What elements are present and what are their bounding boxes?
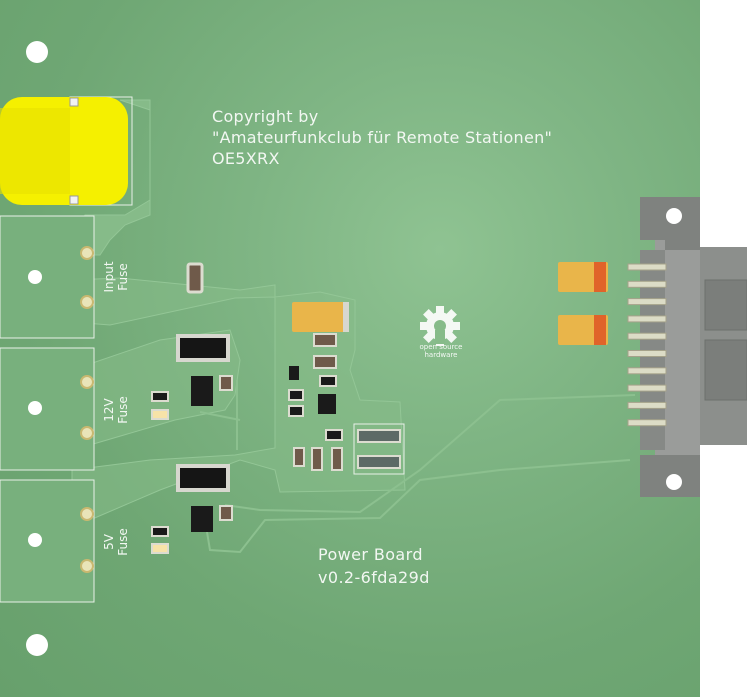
- fuse-label-line: Fuse: [116, 528, 130, 556]
- connector-pin: [627, 419, 667, 427]
- terminal-hole: [28, 270, 42, 284]
- board-title-block: Power Board v0.2-6fda29d: [318, 543, 430, 589]
- copyright-text: Copyright by "Amateurfunkclub für Remote…: [212, 106, 552, 169]
- board-version: v0.2-6fda29d: [318, 568, 430, 587]
- fuse-label-line: Input: [102, 261, 116, 293]
- fuse-pad: [80, 507, 94, 521]
- connector-pin: [627, 298, 667, 306]
- copyright-line: "Amateurfunkclub für Remote Stationen": [212, 128, 553, 147]
- 12v-fuse-label: 12V Fuse: [102, 390, 132, 430]
- screw-terminals: [0, 215, 95, 603]
- mounting-hole: [26, 41, 48, 63]
- power-connector: [0, 96, 133, 206]
- oshw-text: open source hardware: [405, 343, 477, 359]
- fuse-label-line: Fuse: [116, 396, 130, 424]
- connector-pin: [627, 401, 667, 409]
- fuse-label-line: Fuse: [116, 263, 130, 291]
- oshw-logo: [420, 306, 460, 346]
- connector-pin: [627, 384, 667, 392]
- mounting-holes: [26, 41, 48, 656]
- traces: [199, 380, 636, 554]
- tantalum-capacitors: [292, 262, 608, 345]
- oshw-text-line: open source: [419, 343, 463, 351]
- connector-pin: [627, 367, 667, 375]
- ics: [191, 366, 336, 532]
- fuse-pad: [80, 375, 94, 389]
- terminal-input: [0, 215, 95, 339]
- copyright-line: Copyright by: [212, 107, 319, 126]
- ribbon-connector: [627, 197, 747, 497]
- shunt-resistor: [353, 423, 405, 475]
- passives: [151, 333, 343, 554]
- connector-pin: [627, 350, 667, 357]
- connector-pin: [627, 263, 667, 271]
- terminal-5v: [0, 479, 95, 603]
- fuse-pad: [80, 426, 94, 440]
- board-title: Power Board: [318, 545, 423, 564]
- terminal-hole: [28, 401, 42, 415]
- copyright-line: OE5XRX: [212, 149, 280, 168]
- oshw-text-line: hardware: [424, 351, 458, 359]
- connector-pin: [627, 280, 667, 288]
- fuse-pad: [80, 246, 94, 260]
- fuse-label-line: 5V: [102, 534, 116, 550]
- terminal-hole: [28, 533, 42, 547]
- connector-pin: [627, 332, 667, 340]
- mounting-hole: [26, 634, 48, 656]
- fuse-label-line: 12V: [102, 398, 116, 422]
- 5v-fuse-label: 5V Fuse: [102, 522, 132, 562]
- fuse-pad: [80, 295, 94, 309]
- terminal-12v: [0, 347, 95, 471]
- inductors: [176, 262, 230, 492]
- input-fuse-label: Input Fuse: [102, 252, 132, 302]
- connector-pin: [627, 315, 667, 323]
- fuse-pad: [80, 559, 94, 573]
